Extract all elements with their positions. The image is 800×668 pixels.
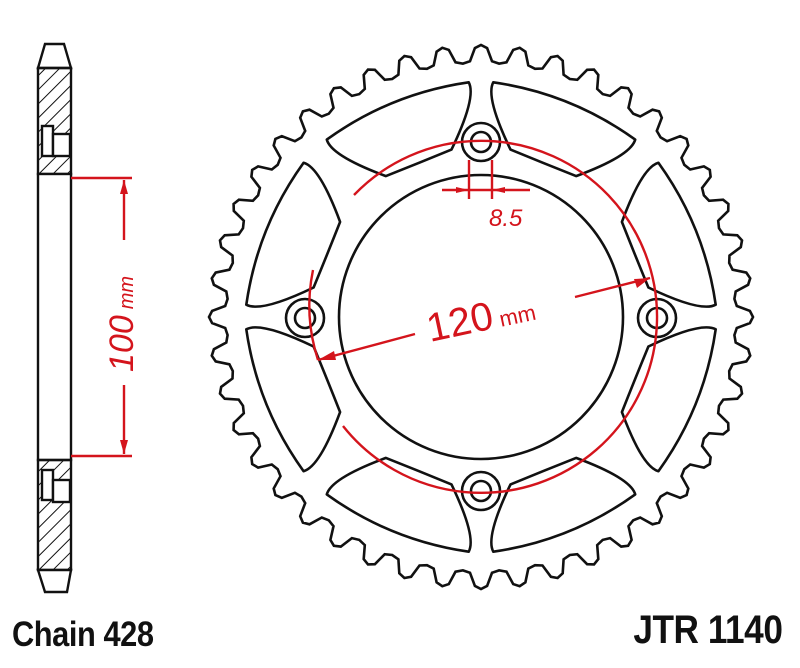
chain-size-label: Chain 428	[12, 615, 154, 654]
pcd-dimension-label: 120mm	[423, 285, 539, 351]
bolt-hole-dimension-label: 8.5	[489, 205, 523, 232]
part-number-label: JTR 1140	[632, 608, 783, 652]
pcd-dimension	[308, 139, 659, 494]
tooth-profile	[207, 43, 755, 591]
center-bore	[337, 173, 625, 461]
side-profile-view	[36, 42, 73, 594]
height-dimension-label: 100mm	[103, 276, 141, 372]
lightening-slots	[245, 81, 717, 553]
height-dimension	[71, 176, 132, 458]
